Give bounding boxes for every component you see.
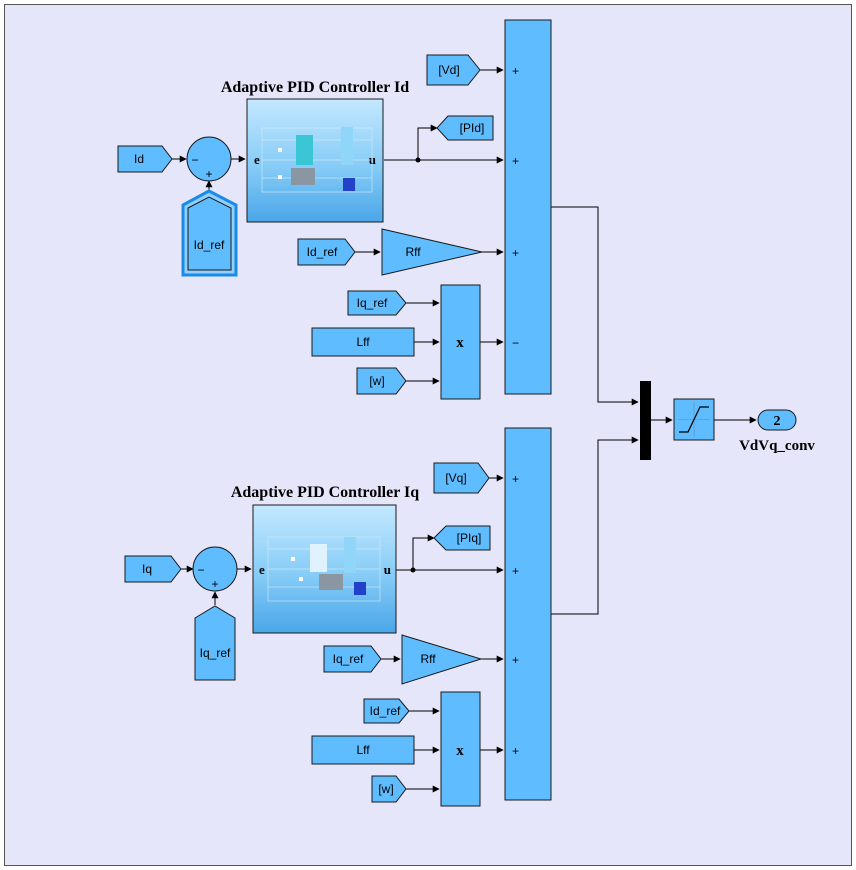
sum-block-q[interactable]: − + xyxy=(192,546,238,592)
lff-q-label: Lff xyxy=(356,743,370,757)
saturation-icon xyxy=(678,402,710,437)
from-block-w-d[interactable]: [w] xyxy=(356,367,407,395)
subsystem-adaptive-pid-id[interactable]: Adaptive PID Controller Id e u xyxy=(221,79,409,223)
iq-ref-gain-in-label: Iq_ref xyxy=(333,652,364,666)
from-block-iq-ref-under-sum[interactable]: Iq_ref xyxy=(194,605,236,681)
sum-bar-d-sign-3: + xyxy=(512,246,519,260)
diagram-background xyxy=(4,4,852,866)
sum-q-minus-sign: − xyxy=(197,563,204,577)
gain-block-rff-q[interactable]: Rff xyxy=(401,634,483,685)
sum-bar-d[interactable]: + + + − xyxy=(504,19,552,395)
sum-d-minus-sign: − xyxy=(191,153,198,167)
goto-piq-label: [PIq] xyxy=(457,531,482,545)
from-block-iq-label: Iq xyxy=(142,562,152,576)
outport-number: 2 xyxy=(774,414,781,429)
id-ref-prod-in-label: Id_ref xyxy=(370,704,401,718)
from-block-id-label: Id xyxy=(134,152,144,166)
sum-bar-q-sign-4: + xyxy=(512,744,519,758)
from-block-vq[interactable]: [Vq] xyxy=(433,462,490,494)
w-q-label: [w] xyxy=(378,782,393,796)
gain-block-rff-d[interactable]: Rff xyxy=(381,228,483,276)
from-block-id[interactable]: Id xyxy=(117,145,173,173)
id-ref-gain-in-label: Id_ref xyxy=(307,245,338,259)
mux-block[interactable] xyxy=(640,381,651,460)
wires-q-axis xyxy=(181,436,639,793)
goto-pid-label: [PId] xyxy=(460,121,485,135)
product-block-q[interactable]: x xyxy=(440,691,481,807)
iq-ref-prod-in-label: Iq_ref xyxy=(357,296,388,310)
outport-name: VdVq_conv xyxy=(739,438,815,454)
from-block-vd[interactable]: [Vd] xyxy=(426,54,481,86)
rff-d-label: Rff xyxy=(405,245,421,259)
sum-bar-d-sign-2: + xyxy=(512,154,519,168)
sum-bar-q[interactable]: + + + + xyxy=(504,427,552,801)
subsystem-adaptive-pid-iq[interactable]: Adaptive PID Controller Iq e u xyxy=(231,484,419,634)
sum-bar-d-sign-1: + xyxy=(512,64,519,78)
from-block-iq[interactable]: Iq xyxy=(124,555,182,583)
product-d-symbol: x xyxy=(456,335,464,351)
from-block-id-ref-gain[interactable]: Id_ref xyxy=(297,238,356,266)
from-block-iq-ref-gain[interactable]: Iq_ref xyxy=(323,645,382,673)
lff-d-label: Lff xyxy=(356,335,370,349)
from-block-id-ref-prod[interactable]: Id_ref xyxy=(363,698,410,724)
subsystem-iq-out-port: u xyxy=(384,562,391,577)
sum-bar-d-sign-4: − xyxy=(512,336,519,350)
product-q-symbol: x xyxy=(456,743,464,759)
sum-d-plus-sign: + xyxy=(205,167,212,181)
from-block-w-q[interactable]: [w] xyxy=(371,775,407,803)
goto-block-pid[interactable]: [PId] xyxy=(436,115,494,141)
goto-block-piq[interactable]: [PIq] xyxy=(433,525,491,551)
from-block-iq-ref-prod[interactable]: Iq_ref xyxy=(347,290,407,316)
subsystem-id-in-port: e xyxy=(254,152,260,167)
sum-block-d[interactable]: − + xyxy=(186,136,232,182)
subsystem-id-out-port: u xyxy=(369,152,376,167)
from-vd-label: [Vd] xyxy=(438,63,459,77)
wires-d-axis xyxy=(172,66,639,406)
sum-bar-q-sign-3: + xyxy=(512,653,519,667)
subsystem-iq-thumbnail-icon xyxy=(267,536,381,602)
subsystem-iq-title: Adaptive PID Controller Iq xyxy=(231,484,419,501)
subsystem-iq-in-port: e xyxy=(259,562,265,577)
constant-block-lff-q[interactable]: Lff xyxy=(311,735,415,765)
subsystem-id-thumbnail-icon xyxy=(261,127,373,193)
id-ref-under-sum-label: Id_ref xyxy=(194,238,225,252)
sum-bar-q-sign-1: + xyxy=(512,472,519,486)
sum-q-plus-sign: + xyxy=(211,577,218,591)
outport-block[interactable]: 2 xyxy=(757,409,797,431)
saturation-block[interactable] xyxy=(673,398,715,441)
subsystem-id-title: Adaptive PID Controller Id xyxy=(221,79,409,96)
sum-bar-q-sign-2: + xyxy=(512,564,519,578)
rff-q-label: Rff xyxy=(420,652,436,666)
product-block-d[interactable]: x xyxy=(440,284,481,400)
w-d-label: [w] xyxy=(369,374,384,388)
iq-ref-under-sum-label: Iq_ref xyxy=(200,646,231,660)
constant-block-lff-d[interactable]: Lff xyxy=(311,327,415,357)
from-vq-label: [Vq] xyxy=(445,471,466,485)
from-block-id-ref-selected[interactable]: Id_ref xyxy=(181,189,238,277)
